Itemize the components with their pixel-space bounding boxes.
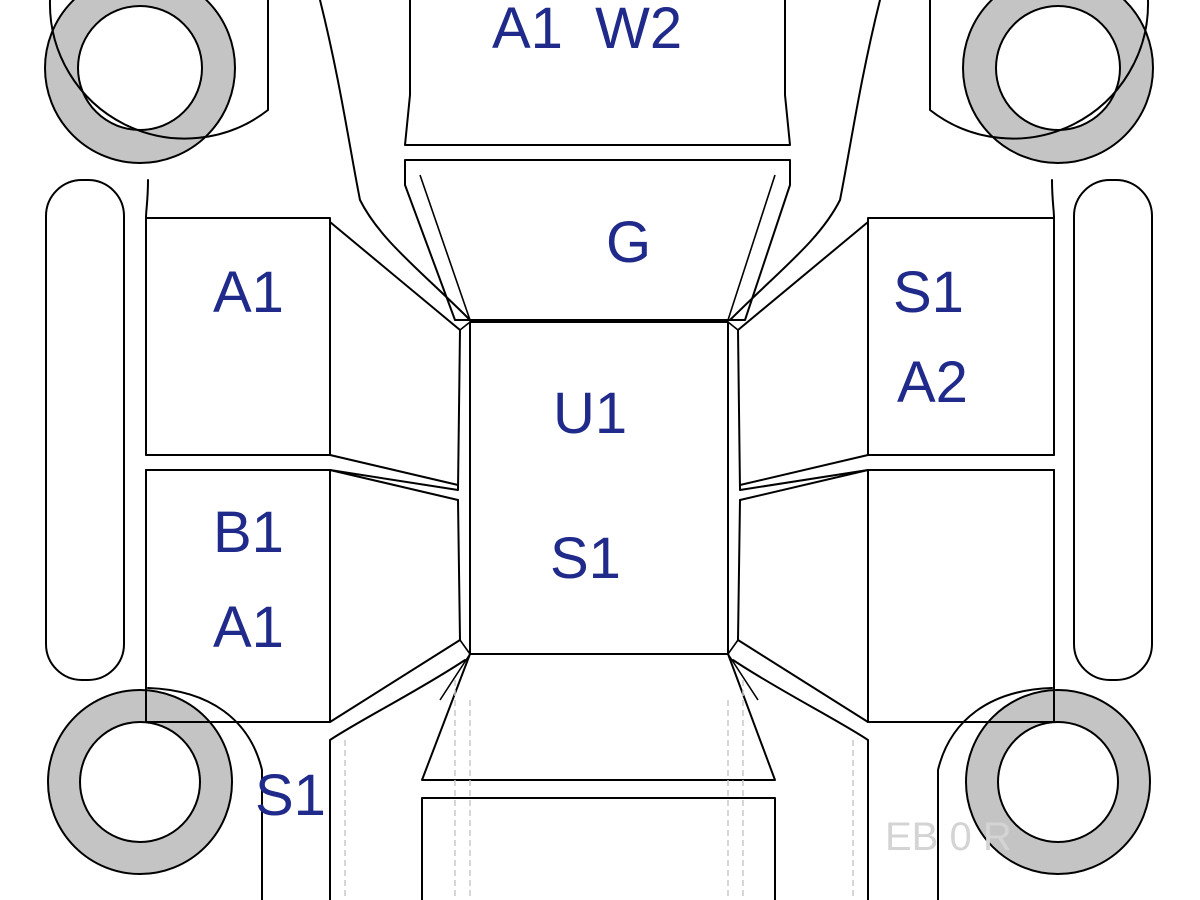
right-a-pillar xyxy=(727,321,739,655)
wheel-rear-left xyxy=(47,689,233,875)
label-right-front-door-1: S1 xyxy=(893,260,964,325)
label-left-rear-door-1: B1 xyxy=(213,500,284,565)
label-roof-2: S1 xyxy=(550,526,621,591)
right-front-window xyxy=(737,221,869,491)
fender-inner-left xyxy=(145,179,149,219)
windshield-pillar-right xyxy=(727,174,776,321)
rear-hidden-line-left xyxy=(344,680,471,900)
side-skirt-right xyxy=(1073,179,1153,681)
wheel-front-left xyxy=(44,0,236,164)
rear-pillar-left xyxy=(439,653,471,701)
rear-window-panel xyxy=(421,653,776,781)
label-hood: A1 W2 xyxy=(492,0,682,61)
right-rear-door xyxy=(867,469,1055,723)
roof-panel xyxy=(469,321,729,655)
wheel-arch-front-left xyxy=(48,0,269,140)
body-outline-front-left xyxy=(319,0,471,321)
label-left-front-door: A1 xyxy=(213,260,284,325)
left-door-seam-outer xyxy=(145,454,331,471)
right-front-door xyxy=(867,217,1055,456)
left-front-door xyxy=(145,217,331,456)
windshield-panel xyxy=(404,159,791,321)
left-window-seam xyxy=(329,454,459,501)
left-front-window xyxy=(329,221,461,491)
label-roof-1: U1 xyxy=(553,381,627,446)
label-left-rear-door-2: A1 xyxy=(213,595,284,660)
body-outline-rear-left xyxy=(329,659,466,900)
wheel-arch-rear-left xyxy=(147,687,263,900)
wheel-rear-right xyxy=(965,689,1151,875)
left-rear-window xyxy=(329,499,461,723)
label-right-front-door-2: A2 xyxy=(897,350,968,415)
right-window-seam xyxy=(739,454,869,501)
hood-panel xyxy=(404,0,791,146)
side-skirt-left xyxy=(45,179,125,681)
body-outline-rear-right xyxy=(732,659,869,900)
left-a-pillar xyxy=(459,321,471,655)
rear-hidden-line-right xyxy=(727,680,854,900)
body-outline-front-right xyxy=(729,0,881,321)
label-left-rear-quarter: S1 xyxy=(255,763,326,828)
right-rear-window xyxy=(737,499,869,723)
wheel-arch-front-right xyxy=(929,0,1150,140)
wheel-arch-rear-right xyxy=(937,687,1053,900)
windshield-pillar-left xyxy=(419,174,471,321)
trunk-panel xyxy=(421,797,776,900)
watermark-text: EB 0 R xyxy=(885,815,1012,859)
rear-pillar-right xyxy=(727,653,759,701)
fender-inner-right xyxy=(1051,179,1055,219)
right-door-seam-outer xyxy=(867,454,1055,471)
label-windshield: G xyxy=(606,210,651,275)
